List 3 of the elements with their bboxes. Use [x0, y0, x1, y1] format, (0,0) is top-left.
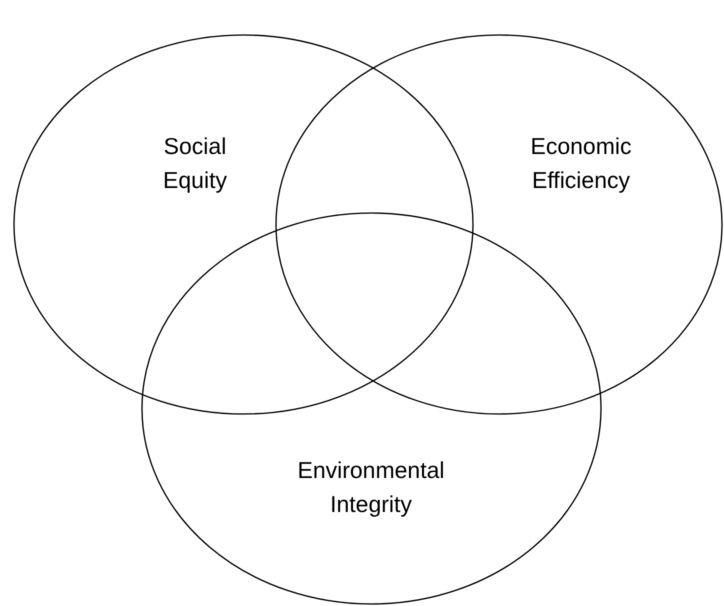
set-label: Social Equity [162, 132, 228, 195]
set-label: Environmental Integrity [296, 456, 446, 519]
set-label: Economic Efficiency [530, 132, 632, 195]
